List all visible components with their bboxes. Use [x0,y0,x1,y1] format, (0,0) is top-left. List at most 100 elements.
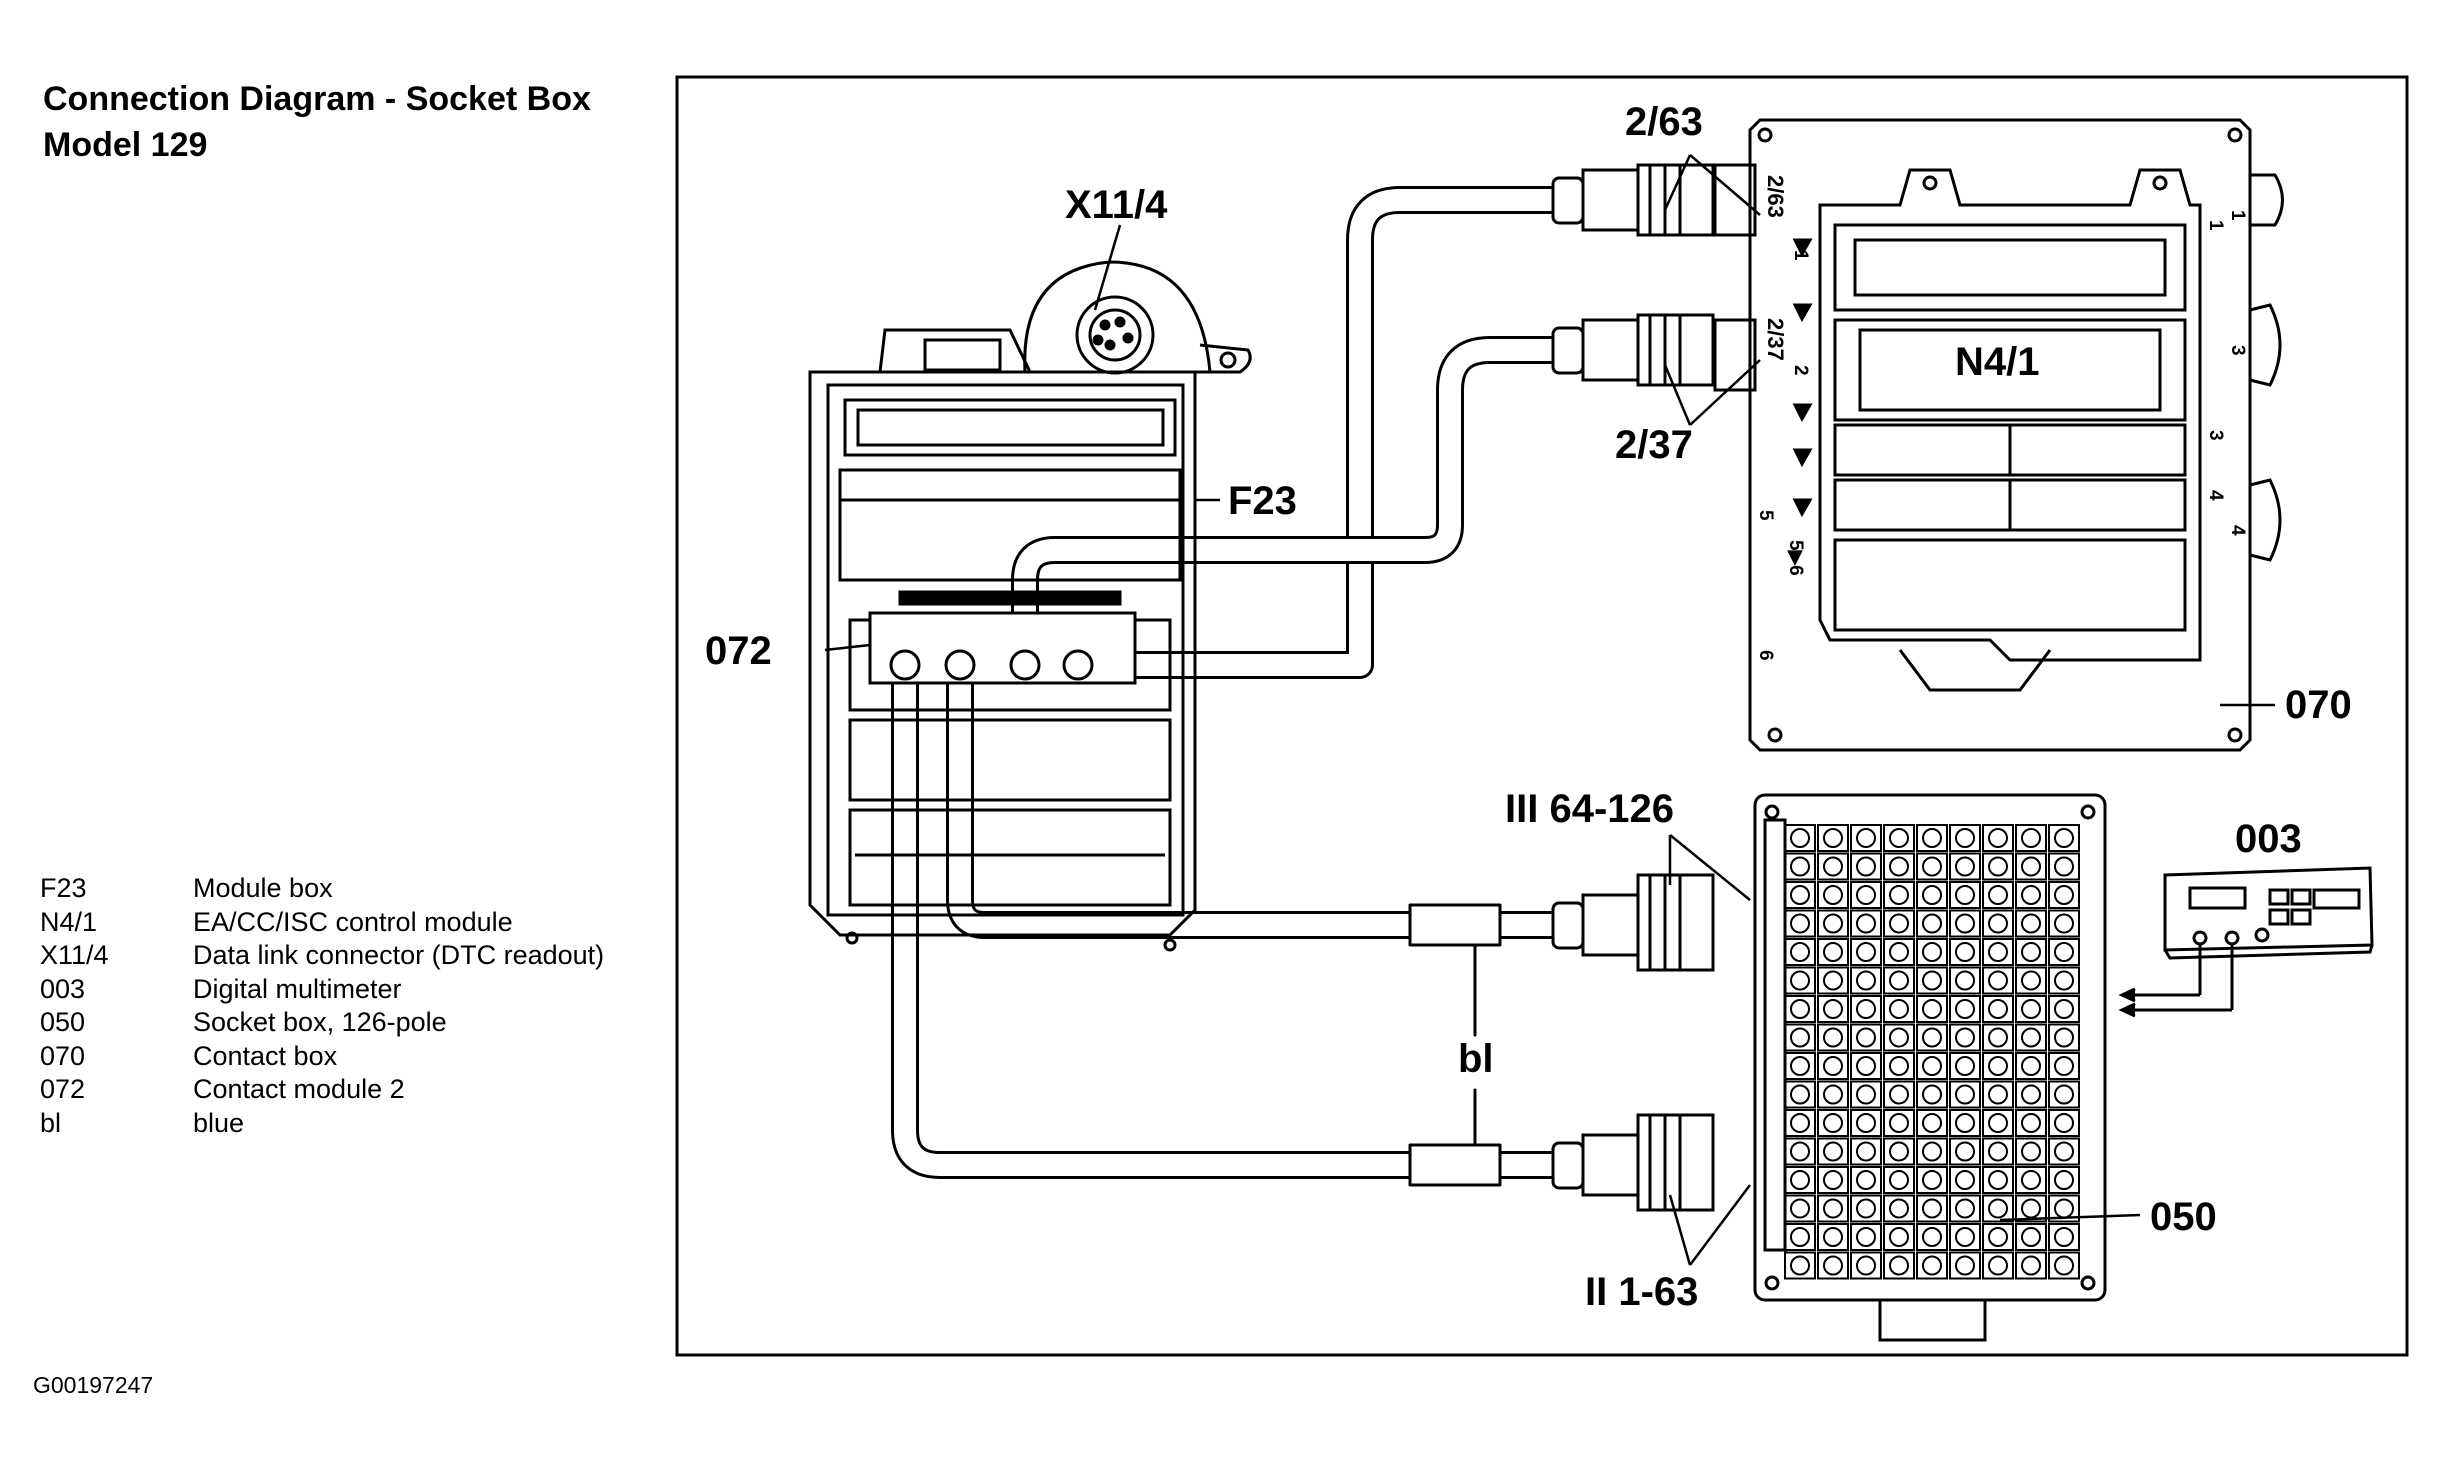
socket-hole [1988,1170,2008,1190]
pin-label-right-3: 3 [2205,430,2226,441]
socket-hole [1988,913,2008,934]
socket-cell [2048,852,2080,881]
diagram-title: Connection Diagram - Socket Box Model 12… [43,76,591,168]
socket-cell [1883,1166,1915,1194]
socket-hole [2021,1198,2041,1219]
pin-label-6: 6 [1755,650,1776,661]
socket-box-050 [1753,793,2107,1342]
socket-hole [1955,885,1975,905]
socket-hole [1823,913,1843,934]
socket-hole [1823,1113,1843,1133]
socket-hole [2021,1084,2041,1105]
socket-cell [1982,881,2014,909]
socket-hole [1955,970,1975,991]
socket-hole [2054,1056,2074,1076]
socket-cell [1850,824,1882,852]
pin-label-5: 5 [1755,510,1776,521]
socket-hole [1889,1227,1909,1247]
label-ii-1-63: II 1-63 [1585,1270,1698,1314]
socket-cell [2048,1137,2080,1166]
socket-cell [1817,852,1849,881]
legend-text: Socket box, 126-pole [193,1007,447,1037]
socket-cell [1850,1080,1882,1109]
socket-hole [1889,1170,1909,1190]
label-050: 050 [2150,1195,2217,1239]
socket-hole [1856,1027,1876,1048]
socket-hole [2021,1056,2041,1076]
socket-cell [1949,995,1981,1023]
socket-hole [1790,828,1810,848]
socket-hole [1889,885,1909,905]
socket-hole [1790,913,1810,934]
socket-hole [2021,1141,2041,1162]
socket-cell [2015,1137,2047,1166]
socket-cell [2015,1166,2047,1194]
socket-hole [1856,885,1876,905]
label-003: 003 [2235,817,2302,861]
socket-hole [1889,942,1909,962]
pin-label-plug-1: 1 [2227,210,2248,221]
socket-cell [1916,966,1948,995]
socket-hole [1823,970,1843,991]
socket-hole [1889,1198,1909,1219]
socket-hole [1988,828,2008,848]
socket-cell [1916,852,1948,881]
socket-hole [1790,999,1810,1019]
label-x11-4: X11/4 [1065,183,1168,227]
socket-cell [1784,1166,1816,1194]
socket-cell [1850,1223,1882,1251]
digital-multimeter-003 [2118,866,2374,1018]
socket-hole [1823,1141,1843,1162]
socket-cell [2048,1023,2080,1052]
socket-cell [2048,966,2080,995]
blue-sleeve-upper [1408,903,1502,947]
socket-cell [1883,1109,1915,1137]
legend-text: Contact box [193,1040,338,1071]
socket-cell [1916,1137,1948,1166]
socket-hole [1955,1056,1975,1076]
socket-hole [2021,828,2041,848]
socket-hole [1790,1113,1810,1133]
socket-hole [1922,1056,1942,1076]
socket-cell [1982,1080,2014,1109]
socket-hole [1988,1255,2008,1276]
callout-labels: X11/4 F23 072 2/63 2/37 N4/1 070 003 050… [705,100,2352,1314]
socket-hole [1823,942,1843,962]
socket-cell [1784,1251,1816,1280]
socket-cell [1883,938,1915,966]
socket-hole [1856,942,1876,962]
socket-hole [1988,1141,2008,1162]
socket-hole [1922,999,1942,1019]
socket-cell [1817,995,1849,1023]
data-link-connector-x11-4 [1023,260,1212,375]
socket-hole [1922,913,1942,934]
socket-cell [1949,881,1981,909]
connector-plug-iii-64-126 [1551,873,1715,972]
socket-cell [2048,1251,2080,1280]
socket-hole [1790,1255,1810,1276]
socket-hole [2054,999,2074,1019]
socket-hole [2054,828,2074,848]
socket-cell [1817,938,1849,966]
socket-hole [1823,999,1843,1019]
socket-cell [1784,938,1816,966]
socket-cell [1784,852,1816,881]
socket-cell [1850,1052,1882,1080]
socket-cell [1850,909,1882,938]
socket-hole [2054,1084,2074,1105]
legend-code: bl [40,1107,62,1138]
legend-code: F23 [40,873,87,903]
socket-cell [1949,852,1981,881]
socket-cell [1883,909,1915,938]
socket-hole [1922,1255,1942,1276]
socket-hole [1856,1255,1876,1276]
socket-cell [1949,824,1981,852]
socket-hole [1889,1255,1909,1276]
socket-cell [1916,824,1948,852]
socket-cell [1784,909,1816,938]
socket-grid [1784,824,2080,1280]
socket-hole [1988,1027,2008,1048]
pin-label-1: 1 [1790,250,1811,261]
